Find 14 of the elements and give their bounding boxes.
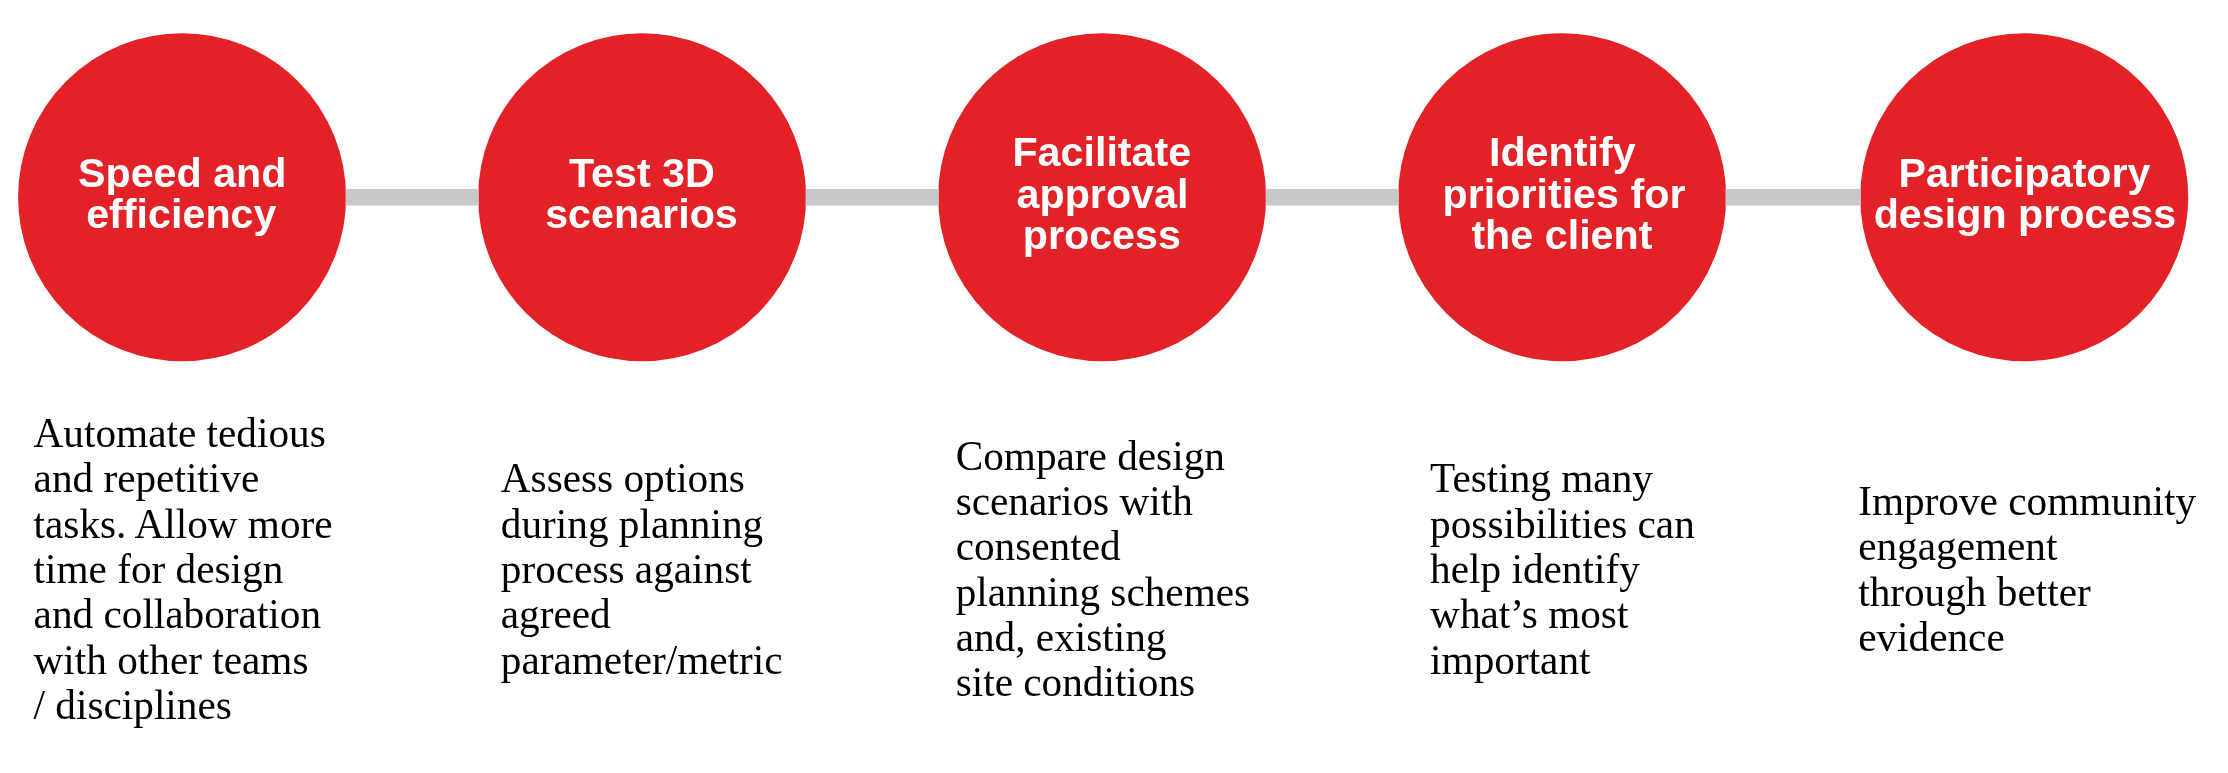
node-circle: Speed and efficiency [18, 32, 347, 361]
node-circle: Test 3D scenarios [478, 32, 807, 361]
node-label: Assess options during planning process against agreed parameter/metric [500, 454, 783, 683]
node-label: Compare design scenarios with consented planning schemes and, existing site conditions [955, 432, 1251, 705]
node-circle: Facilitate approval process [938, 32, 1267, 361]
connector [345, 188, 479, 205]
node-label: Improve community engagement through better evidence [1858, 477, 2197, 660]
connector [1725, 188, 1861, 205]
node-label: Testing many possibilities can help identify what’s most important [1430, 454, 1695, 683]
connector [805, 188, 939, 205]
node-circle: Participatory design process [1860, 32, 2189, 361]
node-circle: Identify priorities for the client [1398, 32, 1727, 361]
connector [1265, 188, 1399, 205]
node-label: Automate tedious and repetitive tasks. Allow more time for design and collaboration with other teams / disciplines [33, 409, 333, 728]
